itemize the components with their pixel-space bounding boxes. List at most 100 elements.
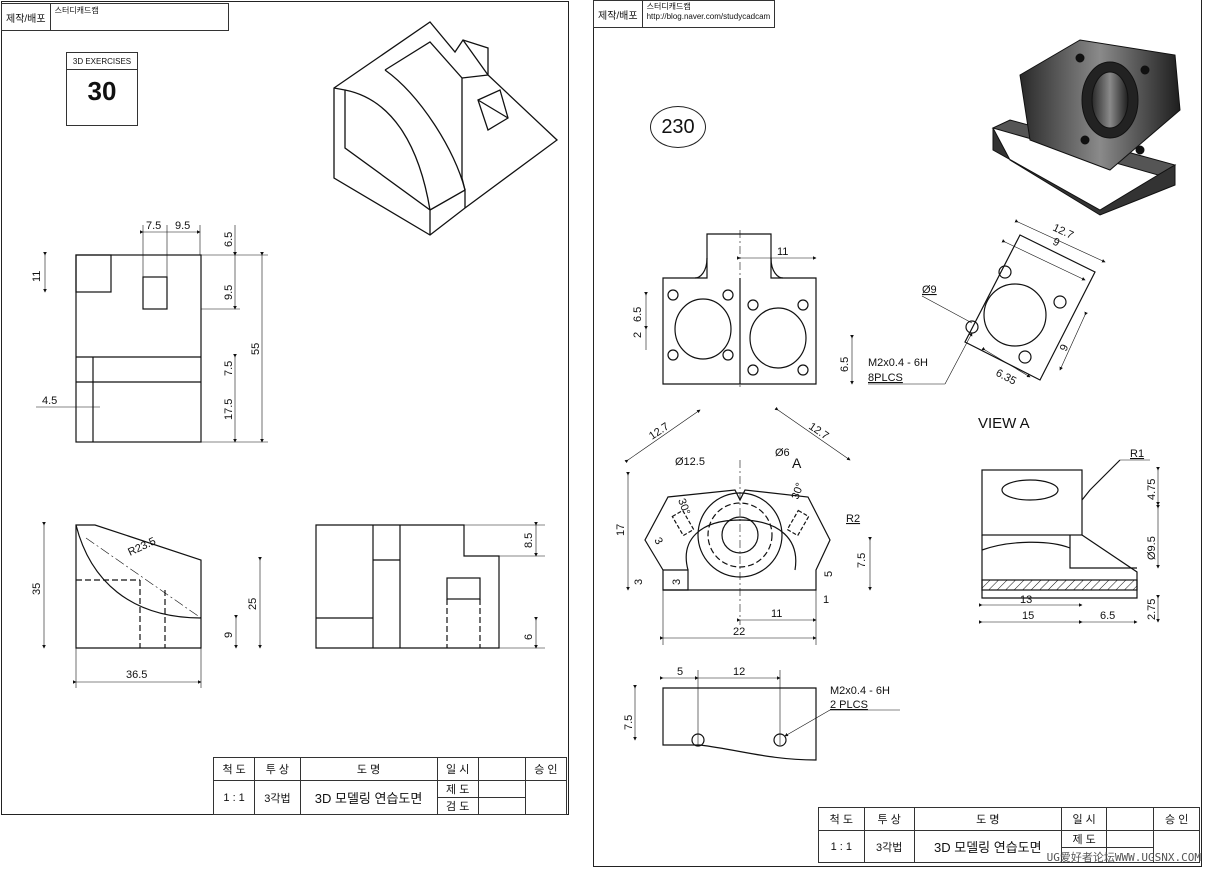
front-view-left — [75, 254, 202, 443]
dim-label: 7.5 — [146, 220, 161, 232]
tb-proj-header: 투 상 — [254, 757, 301, 781]
tb-scale-header: 척 도 — [212, 757, 256, 781]
left-dimension-labels: 7.5 9.5 6.5 11 9.5 55 7.5 17.5 4.5 35 25… — [31, 220, 535, 681]
dim-label: 5 — [823, 571, 835, 577]
right-header-label: 제작/배포 — [594, 1, 643, 27]
dim-label: 55 — [250, 343, 262, 355]
tb-proj-value: 3각법 — [254, 780, 301, 815]
dim-label: 7.5 — [223, 361, 235, 376]
tb-approve-header: 승 인 — [1153, 807, 1200, 831]
dim-label: 2 — [632, 332, 644, 338]
side-view-dims — [42, 522, 262, 688]
dim-label: 3 — [651, 536, 664, 547]
tb-date-header: 일 시 — [1060, 807, 1108, 831]
dim-label: 9.5 — [175, 220, 190, 232]
dim-label: 7.5 — [623, 715, 635, 730]
drawing-number-circle: 230 — [650, 106, 706, 148]
exercise-box: 3D EXERCISES 30 — [66, 52, 138, 126]
exercise-title: 3D EXERCISES — [67, 53, 137, 70]
dim-label: 6.5 — [632, 307, 644, 322]
tb-name-value: 3D 모델링 연습도면 — [299, 780, 438, 815]
bottom-view-dims — [633, 670, 900, 745]
tb-scale-value: 1 : 1 — [818, 830, 865, 863]
dim-label: 4.75 — [1146, 479, 1158, 500]
front-view-dims — [36, 225, 268, 443]
dim-label: 9 — [223, 632, 235, 638]
front-view-right — [644, 489, 831, 591]
tb-name-header: 도 명 — [299, 757, 438, 781]
right-header-line1: 스터디캐드캠 — [646, 2, 691, 11]
dim-label: Ø6 — [775, 447, 790, 459]
left-title-block: 척 도 투 상 도 명 일 시 승 인 1 : 1 3각법 3D 모델링 연습도… — [212, 757, 568, 815]
dim-label: 6.35 — [994, 367, 1019, 388]
dim-label: 11 — [771, 608, 782, 620]
dim-label: 22 — [733, 626, 745, 638]
dim-label: 35 — [31, 583, 43, 595]
view-a-label: VIEW A — [978, 415, 1030, 432]
dim-label: R1 — [1130, 448, 1144, 460]
tap-callout-2: M2x0.4 - 6H — [830, 685, 890, 697]
dim-label: 17 — [615, 524, 627, 536]
left-drawing-sheet — [1, 1, 569, 815]
view-a — [964, 234, 1096, 381]
dim-label: 6 — [523, 634, 535, 640]
dim-label: 9 — [1051, 236, 1062, 249]
dim-label: 30° — [675, 497, 692, 517]
dim-label: 12.7 — [647, 421, 671, 443]
side-view-left — [75, 524, 202, 649]
dim-label: 3 — [671, 579, 683, 585]
dim-label: 11 — [31, 271, 43, 282]
dim-label: Ø9 — [922, 284, 937, 296]
front-view-right-dims — [624, 406, 872, 645]
view-a-arrow-label: A — [792, 455, 802, 471]
tb-proj-value: 3각법 — [863, 830, 915, 863]
top-view-right — [662, 233, 817, 385]
dim-label: 30° — [790, 481, 807, 501]
dim-label: 15 — [1022, 610, 1034, 622]
dim-label: 9.5 — [223, 285, 235, 300]
dim-label: 6.5 — [223, 232, 235, 247]
dim-label: 17.5 — [223, 399, 235, 420]
right-header-url: http://blog.naver.com/studycadcam — [646, 12, 771, 21]
dim-label: Ø9.5 — [1146, 536, 1158, 560]
tap-callout-1-count: 8PLCS — [868, 372, 903, 384]
tap-callout-2-count: 2 PLCS — [830, 699, 868, 711]
dim-label: 2.75 — [1146, 599, 1158, 620]
watermark: UG爱好者论坛WWW.UGSNX.COM — [1046, 851, 1201, 864]
dim-label: 11 — [777, 246, 788, 258]
dim-label: 12.7 — [806, 421, 830, 443]
right-view-left — [315, 524, 500, 649]
dim-label: 25 — [247, 598, 259, 610]
isometric-view-left — [333, 21, 559, 236]
dim-label: 5 — [677, 666, 683, 678]
dim-label: 9 — [1058, 343, 1071, 354]
tb-draw: 제 도 — [1060, 830, 1108, 848]
tb-draw: 제 도 — [436, 780, 479, 798]
dim-label: 1 — [823, 594, 829, 606]
tb-name-header: 도 명 — [913, 807, 1062, 831]
tap-callout-1: M2x0.4 - 6H — [868, 357, 928, 369]
right-header-value: 스터디캐드캠 http://blog.naver.com/studycadcam — [643, 1, 775, 27]
dim-label: R2 — [846, 513, 860, 525]
left-header: 제작/배포 스터디캐드캠 — [1, 3, 229, 31]
tb-date-header: 일 시 — [436, 757, 479, 781]
dim-label: 6.5 — [1100, 610, 1115, 622]
right-view-dims — [464, 522, 545, 649]
dim-label: 6.5 — [839, 357, 851, 372]
dim-label: R23.5 — [126, 535, 158, 558]
dim-label: 3 — [633, 579, 645, 585]
right-title-block: 척 도 투 상 도 명 일 시 승 인 1 : 1 3각법 3D 모델링 연습도… — [818, 807, 1200, 863]
top-view-dims — [644, 230, 854, 390]
tb-scale-header: 척 도 — [818, 807, 865, 831]
tb-proj-header: 투 상 — [863, 807, 915, 831]
tb-name-value: 3D 모델링 연습도면 — [913, 830, 1062, 863]
dim-label: 4.5 — [42, 395, 57, 407]
section-view-dims — [979, 459, 1160, 624]
view-a-dims — [868, 219, 1106, 385]
dim-label: 12 — [733, 666, 745, 678]
tb-approve-header: 승 인 — [524, 757, 568, 781]
tb-scale-value: 1 : 1 — [212, 780, 256, 815]
right-header: 제작/배포 스터디캐드캠 http://blog.naver.com/study… — [593, 0, 776, 28]
shaded-render-right — [991, 39, 1181, 216]
